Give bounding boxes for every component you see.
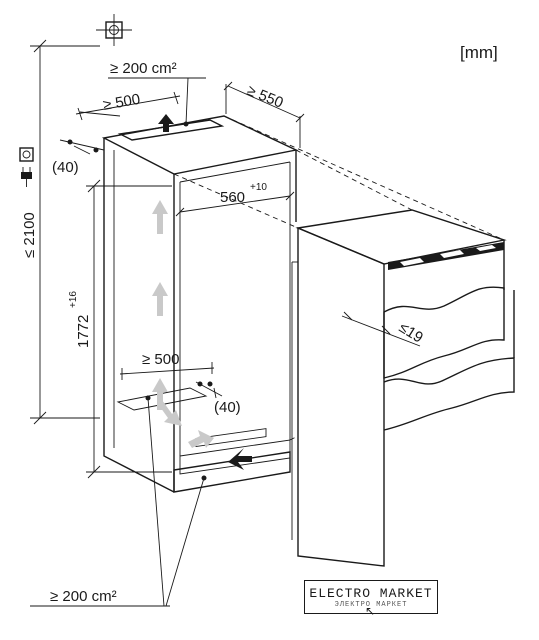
watermark-subtitle: ЭЛЕКТРО МАРКЕТ xyxy=(334,601,408,609)
top-offset-label: (40) xyxy=(52,159,79,176)
refrigerator-appliance xyxy=(291,209,515,567)
alignment-guides xyxy=(173,115,505,441)
niche-width-dimension: 560 +10 xyxy=(175,182,295,217)
niche-width-label: 560 xyxy=(220,189,245,206)
top-vent-area-dimension: ≥ 200 cm² xyxy=(108,60,206,127)
electro-market-watermark: ELECTRO MARKET ЭЛЕКТРО МАРКЕТ ↖ xyxy=(304,580,438,618)
niche-depth-dimension: ≥ 550 xyxy=(223,81,305,148)
niche-height-label: 1772 xyxy=(75,315,92,348)
power-socket-icon xyxy=(19,147,34,162)
bottom-vent-area-label: ≥ 200 cm² xyxy=(50,588,117,605)
niche-height-tolerance: +16 xyxy=(68,291,79,308)
bottom-offset-label: (40) xyxy=(214,399,241,416)
niche-depth-label: ≥ 550 xyxy=(245,82,286,112)
bottom-offset-dimension: (40) xyxy=(195,381,241,416)
cursor-icon: ↖ xyxy=(365,604,376,618)
bottom-vent-width-label: ≥ 500 xyxy=(142,351,179,368)
power-plug-icon xyxy=(21,167,32,187)
door-gap-label: ≤19 xyxy=(396,319,426,347)
reference-target-icon xyxy=(96,14,132,46)
top-vent-area-label: ≥ 200 cm² xyxy=(110,60,177,77)
niche-width-tolerance: +10 xyxy=(250,182,267,193)
niche-height-dimension: 1772 +16 xyxy=(68,179,172,479)
airflow-arrows xyxy=(152,200,214,448)
top-offset-dimension: (40) xyxy=(52,139,105,176)
total-height-dimension: ≤ 2100 xyxy=(21,39,100,425)
top-vent-width-dimension: ≥ 500 xyxy=(75,91,181,121)
bottom-vent-area-dimension: ≥ 200 cm² xyxy=(30,395,207,607)
units-label: [mm] xyxy=(460,43,498,62)
watermark-title: ELECTRO MARKET xyxy=(309,586,433,601)
total-height-label: ≤ 2100 xyxy=(21,212,38,258)
airflow-in-arrow xyxy=(228,448,252,470)
airflow-out-arrow xyxy=(158,114,174,132)
bottom-vent-width-dimension: ≥ 500 xyxy=(119,351,215,380)
top-vent-width-label: ≥ 500 xyxy=(102,91,142,114)
